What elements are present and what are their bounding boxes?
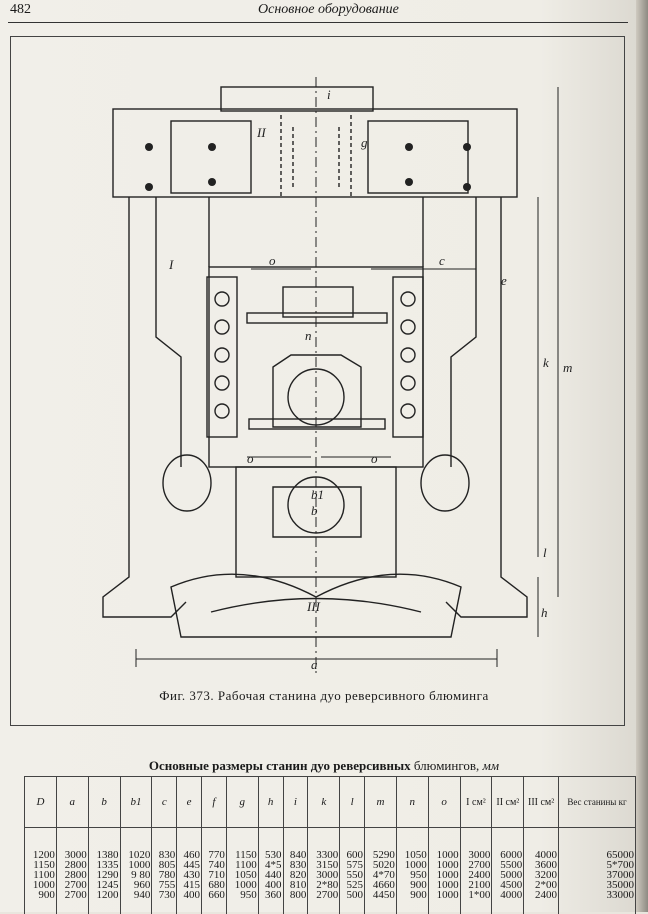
- label-o-top: o: [269, 253, 276, 268]
- top-center-boss: [221, 87, 373, 111]
- col-header: i: [283, 777, 308, 828]
- label-o-bottom-left: o: [247, 451, 254, 466]
- table-cell: 1200: [90, 890, 119, 900]
- table-cell: 2400: [525, 890, 557, 900]
- label-m: m: [563, 360, 572, 375]
- label-l: l: [543, 545, 547, 560]
- right-post: [446, 197, 527, 617]
- table-cell: 500: [341, 890, 363, 900]
- table-cell: 400: [178, 890, 200, 900]
- col-header: g: [226, 777, 258, 828]
- table-cell: 950: [228, 890, 257, 900]
- col-header: Вес станины кг: [558, 777, 635, 828]
- table-cell: 660: [203, 890, 225, 900]
- col-header: k: [308, 777, 340, 828]
- left-liner: [207, 277, 237, 437]
- dimensions-table: D a b b1 c e f g h i k l m n o I см² II …: [24, 776, 636, 914]
- table-cell: 940: [122, 890, 151, 900]
- right-liner: [393, 277, 423, 437]
- col-header: II см²: [492, 777, 524, 828]
- label-h: h: [541, 605, 548, 620]
- col-header: b: [88, 777, 120, 828]
- col-header: m: [365, 777, 397, 828]
- col-header: b1: [120, 777, 152, 828]
- table-cell: 4000: [493, 890, 522, 900]
- table-cell: 1000: [430, 890, 459, 900]
- col-header: f: [202, 777, 227, 828]
- col-header: l: [340, 777, 365, 828]
- label-g: g: [361, 135, 368, 150]
- page-edge-shadow: [636, 0, 648, 912]
- header-rule: [8, 22, 628, 23]
- left-post: [103, 197, 186, 617]
- col-header: n: [396, 777, 428, 828]
- table-cell: 800: [285, 890, 307, 900]
- label-k: k: [543, 355, 549, 370]
- col-header: a: [56, 777, 88, 828]
- label-i: i: [327, 87, 331, 102]
- upper-chock: [273, 355, 361, 427]
- label-III: III: [306, 599, 321, 614]
- table-header-row: D a b b1 c e f g h i k l m n o I см² II …: [25, 777, 636, 828]
- col-header: III см²: [524, 777, 559, 828]
- table-title-rest: блюмингов,: [411, 758, 483, 773]
- stand-drawing: II I III g i o c e n o o b1 k m l h a b: [11, 37, 626, 727]
- figure-frame: II I III g i o c e n o o b1 k m l h a b: [10, 36, 625, 726]
- table-cell: 4450: [366, 890, 395, 900]
- table-title-unit: мм: [483, 758, 500, 773]
- table-cell: 730: [153, 890, 175, 900]
- table-cell: 33000: [560, 890, 634, 900]
- label-c: c: [439, 253, 445, 268]
- col-header: I см²: [460, 777, 492, 828]
- label-b: b: [311, 503, 318, 518]
- label-II: II: [256, 125, 266, 140]
- col-header: h: [258, 777, 283, 828]
- label-b1: b1: [311, 487, 324, 502]
- table-cell: 900: [26, 890, 55, 900]
- running-title: Основное оборудование: [258, 2, 399, 18]
- col-header: o: [428, 777, 460, 828]
- col-header: D: [25, 777, 57, 828]
- top-housing-cap: [113, 109, 517, 197]
- label-n: n: [305, 328, 312, 343]
- table-cell: 1*00: [462, 890, 491, 900]
- label-I: I: [168, 257, 174, 272]
- label-a: a: [311, 657, 318, 672]
- top-right-plate: [368, 121, 468, 193]
- page-number: 482: [10, 2, 31, 18]
- label-o-bottom-right: o: [371, 451, 378, 466]
- figure-caption: Фиг. 373. Рабочая станина дуо реверсивно…: [0, 688, 648, 704]
- table-cell: 2700: [309, 890, 338, 900]
- table-title-bold: Основные размеры станин дуо реверсивных: [149, 758, 411, 773]
- table-cell: 900: [398, 890, 427, 900]
- col-header: e: [177, 777, 202, 828]
- col-header: c: [152, 777, 177, 828]
- label-e: e: [501, 273, 507, 288]
- table-title: Основные размеры станин дуо реверсивных …: [0, 758, 648, 774]
- table-cell: 360: [260, 890, 282, 900]
- table-cell: 2700: [58, 890, 87, 900]
